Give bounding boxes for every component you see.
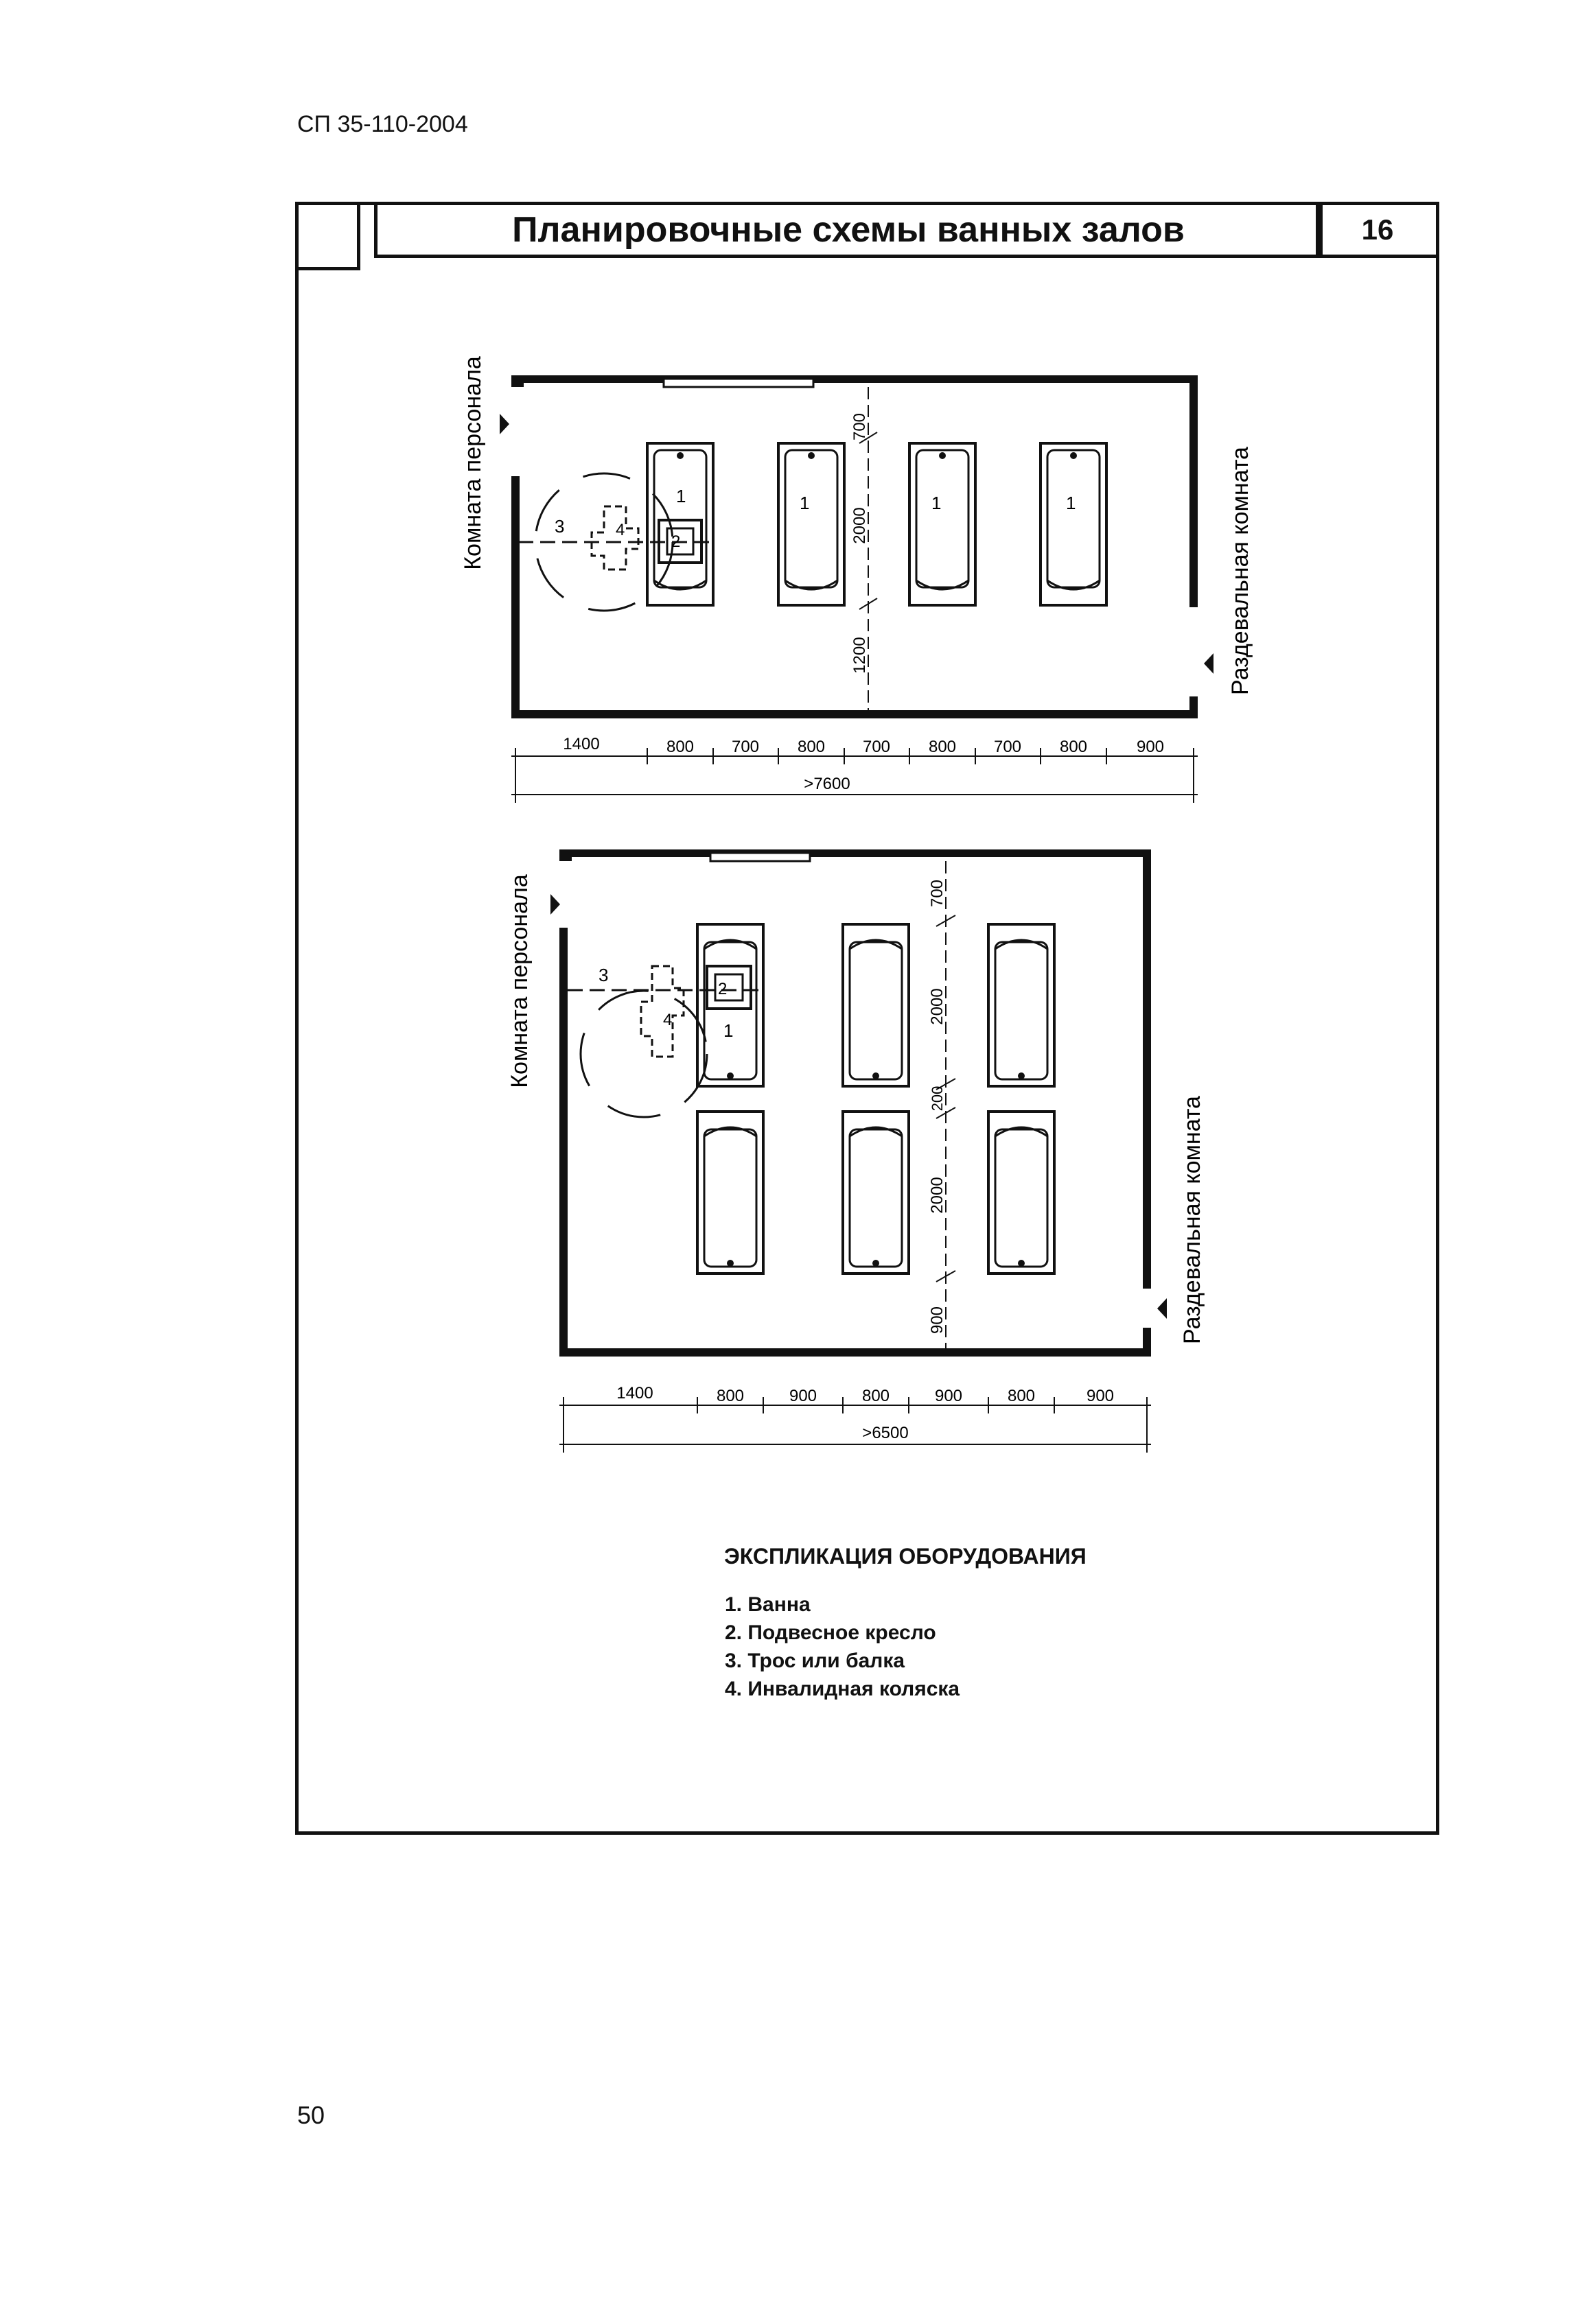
svg-text:Комната персонала: Комната персонала — [460, 356, 486, 570]
svg-text:>6500: >6500 — [862, 1424, 908, 1442]
sheet-number: 16 — [1361, 213, 1394, 246]
svg-text:4: 4 — [663, 1011, 672, 1029]
svg-text:1: 1 — [723, 1020, 733, 1041]
svg-text:700: 700 — [928, 880, 947, 907]
plan-bottom: 1 2 3 4 700 2000 200 2000 900 Комната пе… — [507, 849, 1205, 1453]
svg-text:Раздевальная комната: Раздевальная комната — [1227, 447, 1253, 695]
sheet-title: Планировочные схемы ванных залов — [512, 210, 1185, 250]
svg-text:800: 800 — [1008, 1387, 1035, 1405]
legend-item: 1. Ванна — [725, 1593, 811, 1616]
legend-item: 2. Подвесное кресло — [725, 1621, 936, 1644]
svg-text:Раздевальная комната: Раздевальная комната — [1179, 1096, 1205, 1344]
svg-text:700: 700 — [850, 413, 869, 441]
svg-text:200: 200 — [929, 1086, 946, 1112]
svg-text:900: 900 — [1137, 738, 1164, 756]
svg-text:1: 1 — [800, 493, 809, 513]
svg-text:2: 2 — [671, 532, 680, 551]
legend-item: 3. Трос или балка — [725, 1650, 905, 1672]
svg-text:2000: 2000 — [928, 1177, 947, 1213]
svg-text:1200: 1200 — [850, 637, 869, 673]
svg-text:3: 3 — [555, 516, 564, 537]
svg-text:4: 4 — [616, 521, 625, 539]
svg-text:>7600: >7600 — [804, 775, 850, 793]
svg-text:1: 1 — [931, 493, 941, 513]
svg-text:1400: 1400 — [563, 735, 599, 753]
svg-text:800: 800 — [1060, 738, 1087, 756]
svg-text:800: 800 — [666, 738, 694, 756]
svg-text:800: 800 — [929, 738, 956, 756]
svg-text:800: 800 — [862, 1387, 890, 1405]
svg-text:700: 700 — [994, 738, 1021, 756]
svg-text:1: 1 — [676, 486, 686, 506]
svg-text:Комната персонала: Комната персонала — [507, 874, 533, 1088]
svg-text:2000: 2000 — [850, 507, 869, 543]
svg-text:900: 900 — [935, 1387, 962, 1405]
header-stub-cell — [295, 202, 360, 270]
svg-text:900: 900 — [928, 1306, 947, 1334]
svg-text:700: 700 — [863, 738, 890, 756]
svg-text:800: 800 — [717, 1387, 744, 1405]
svg-text:2000: 2000 — [928, 988, 947, 1024]
header-title-cell — [374, 202, 1323, 258]
svg-text:1400: 1400 — [616, 1384, 653, 1402]
svg-text:900: 900 — [1087, 1387, 1114, 1405]
header-number-cell — [1316, 202, 1439, 258]
page-number: 50 — [297, 2101, 325, 2129]
svg-text:3: 3 — [599, 965, 608, 985]
legend-item: 4. Инвалидная коляска — [725, 1678, 960, 1700]
svg-text:700: 700 — [732, 738, 759, 756]
svg-text:900: 900 — [789, 1387, 817, 1405]
legend-title: ЭКСПЛИКАЦИЯ ОБОРУДОВАНИЯ — [724, 1544, 1087, 1569]
svg-text:1: 1 — [1066, 493, 1076, 513]
plan-top: 1 1 1 1 2 3 4 700 2000 1200 Комната перс… — [460, 356, 1253, 803]
legend-list: 1. Ванна 2. Подвесное кресло 3. Трос или… — [725, 1591, 960, 1703]
svg-text:800: 800 — [798, 738, 825, 756]
document-code: СП 35-110-2004 — [297, 111, 468, 137]
svg-text:2: 2 — [718, 980, 727, 998]
